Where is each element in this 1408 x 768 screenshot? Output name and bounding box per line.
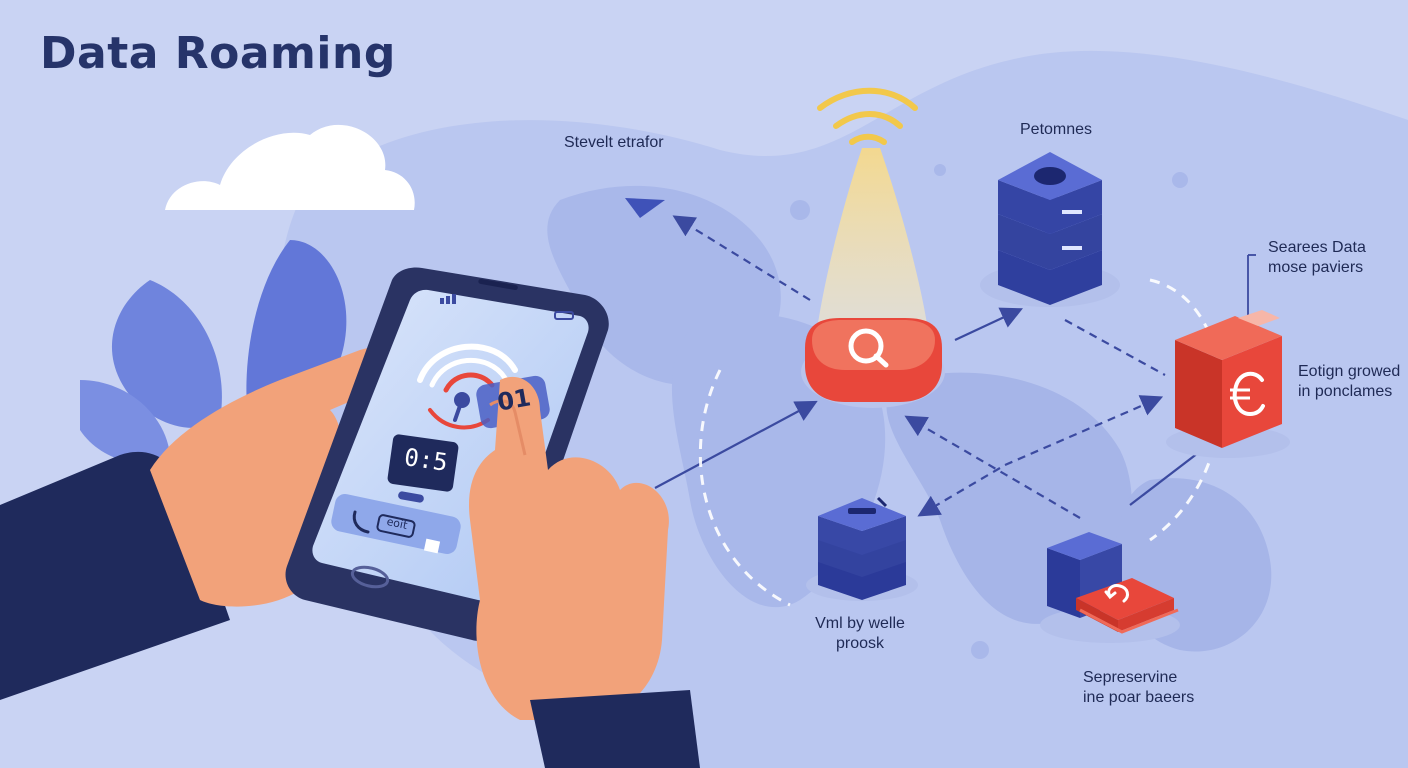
label-bottom-right-line1: Sepreservine [1083, 669, 1178, 686]
signal-beam [815, 148, 930, 345]
label-bottom-right-line2: ine poar baeers [1083, 689, 1195, 706]
phone-small-pill [398, 491, 424, 503]
refresh-icon [1104, 584, 1129, 603]
phone-clock-panel [387, 434, 459, 492]
label-bottom-right: Sepreservine ine poar baeers [1083, 668, 1194, 708]
phone-call-icon [352, 510, 370, 534]
cloud-icon [165, 124, 415, 210]
label-top-left: Stevelt etrafor [564, 134, 664, 151]
phone-dock-tile [423, 538, 441, 554]
label-bottom-center: Vml by welle proosk [800, 614, 920, 654]
euro-icon [1230, 371, 1265, 417]
phone-dock [331, 493, 461, 555]
label-top-center: Petomnes [1020, 121, 1093, 138]
phone-dock-pill [376, 514, 416, 538]
label-right-mid-line1: Eotign growed [1298, 363, 1401, 380]
label-right-top: Searees Data mose paviers [1268, 238, 1366, 278]
left-arm [0, 347, 403, 700]
currency-cube [1166, 310, 1290, 458]
label-bottom-center-line2: proosk [835, 635, 885, 652]
server-stack-top [980, 152, 1120, 307]
label-right-top-line1: Searees Data [1268, 239, 1366, 256]
server-stack-bottom [806, 496, 918, 601]
label-right-top-line2: mose paviers [1268, 259, 1364, 276]
phone-wifi-icon [417, 343, 518, 430]
label-right-mid-line2: in ponclames [1298, 383, 1393, 400]
right-hand [469, 376, 700, 768]
label-bottom-center-line1: Vml by welle [815, 615, 905, 632]
label-right-mid: Eotign growed in ponclames [1298, 362, 1400, 402]
wifi-signal-icon [817, 87, 918, 145]
dashed-orbit [698, 278, 1223, 607]
search-hub-icon [801, 318, 945, 408]
direction-arrow-icon [625, 198, 665, 218]
page-title: Data Roaming [40, 28, 396, 79]
